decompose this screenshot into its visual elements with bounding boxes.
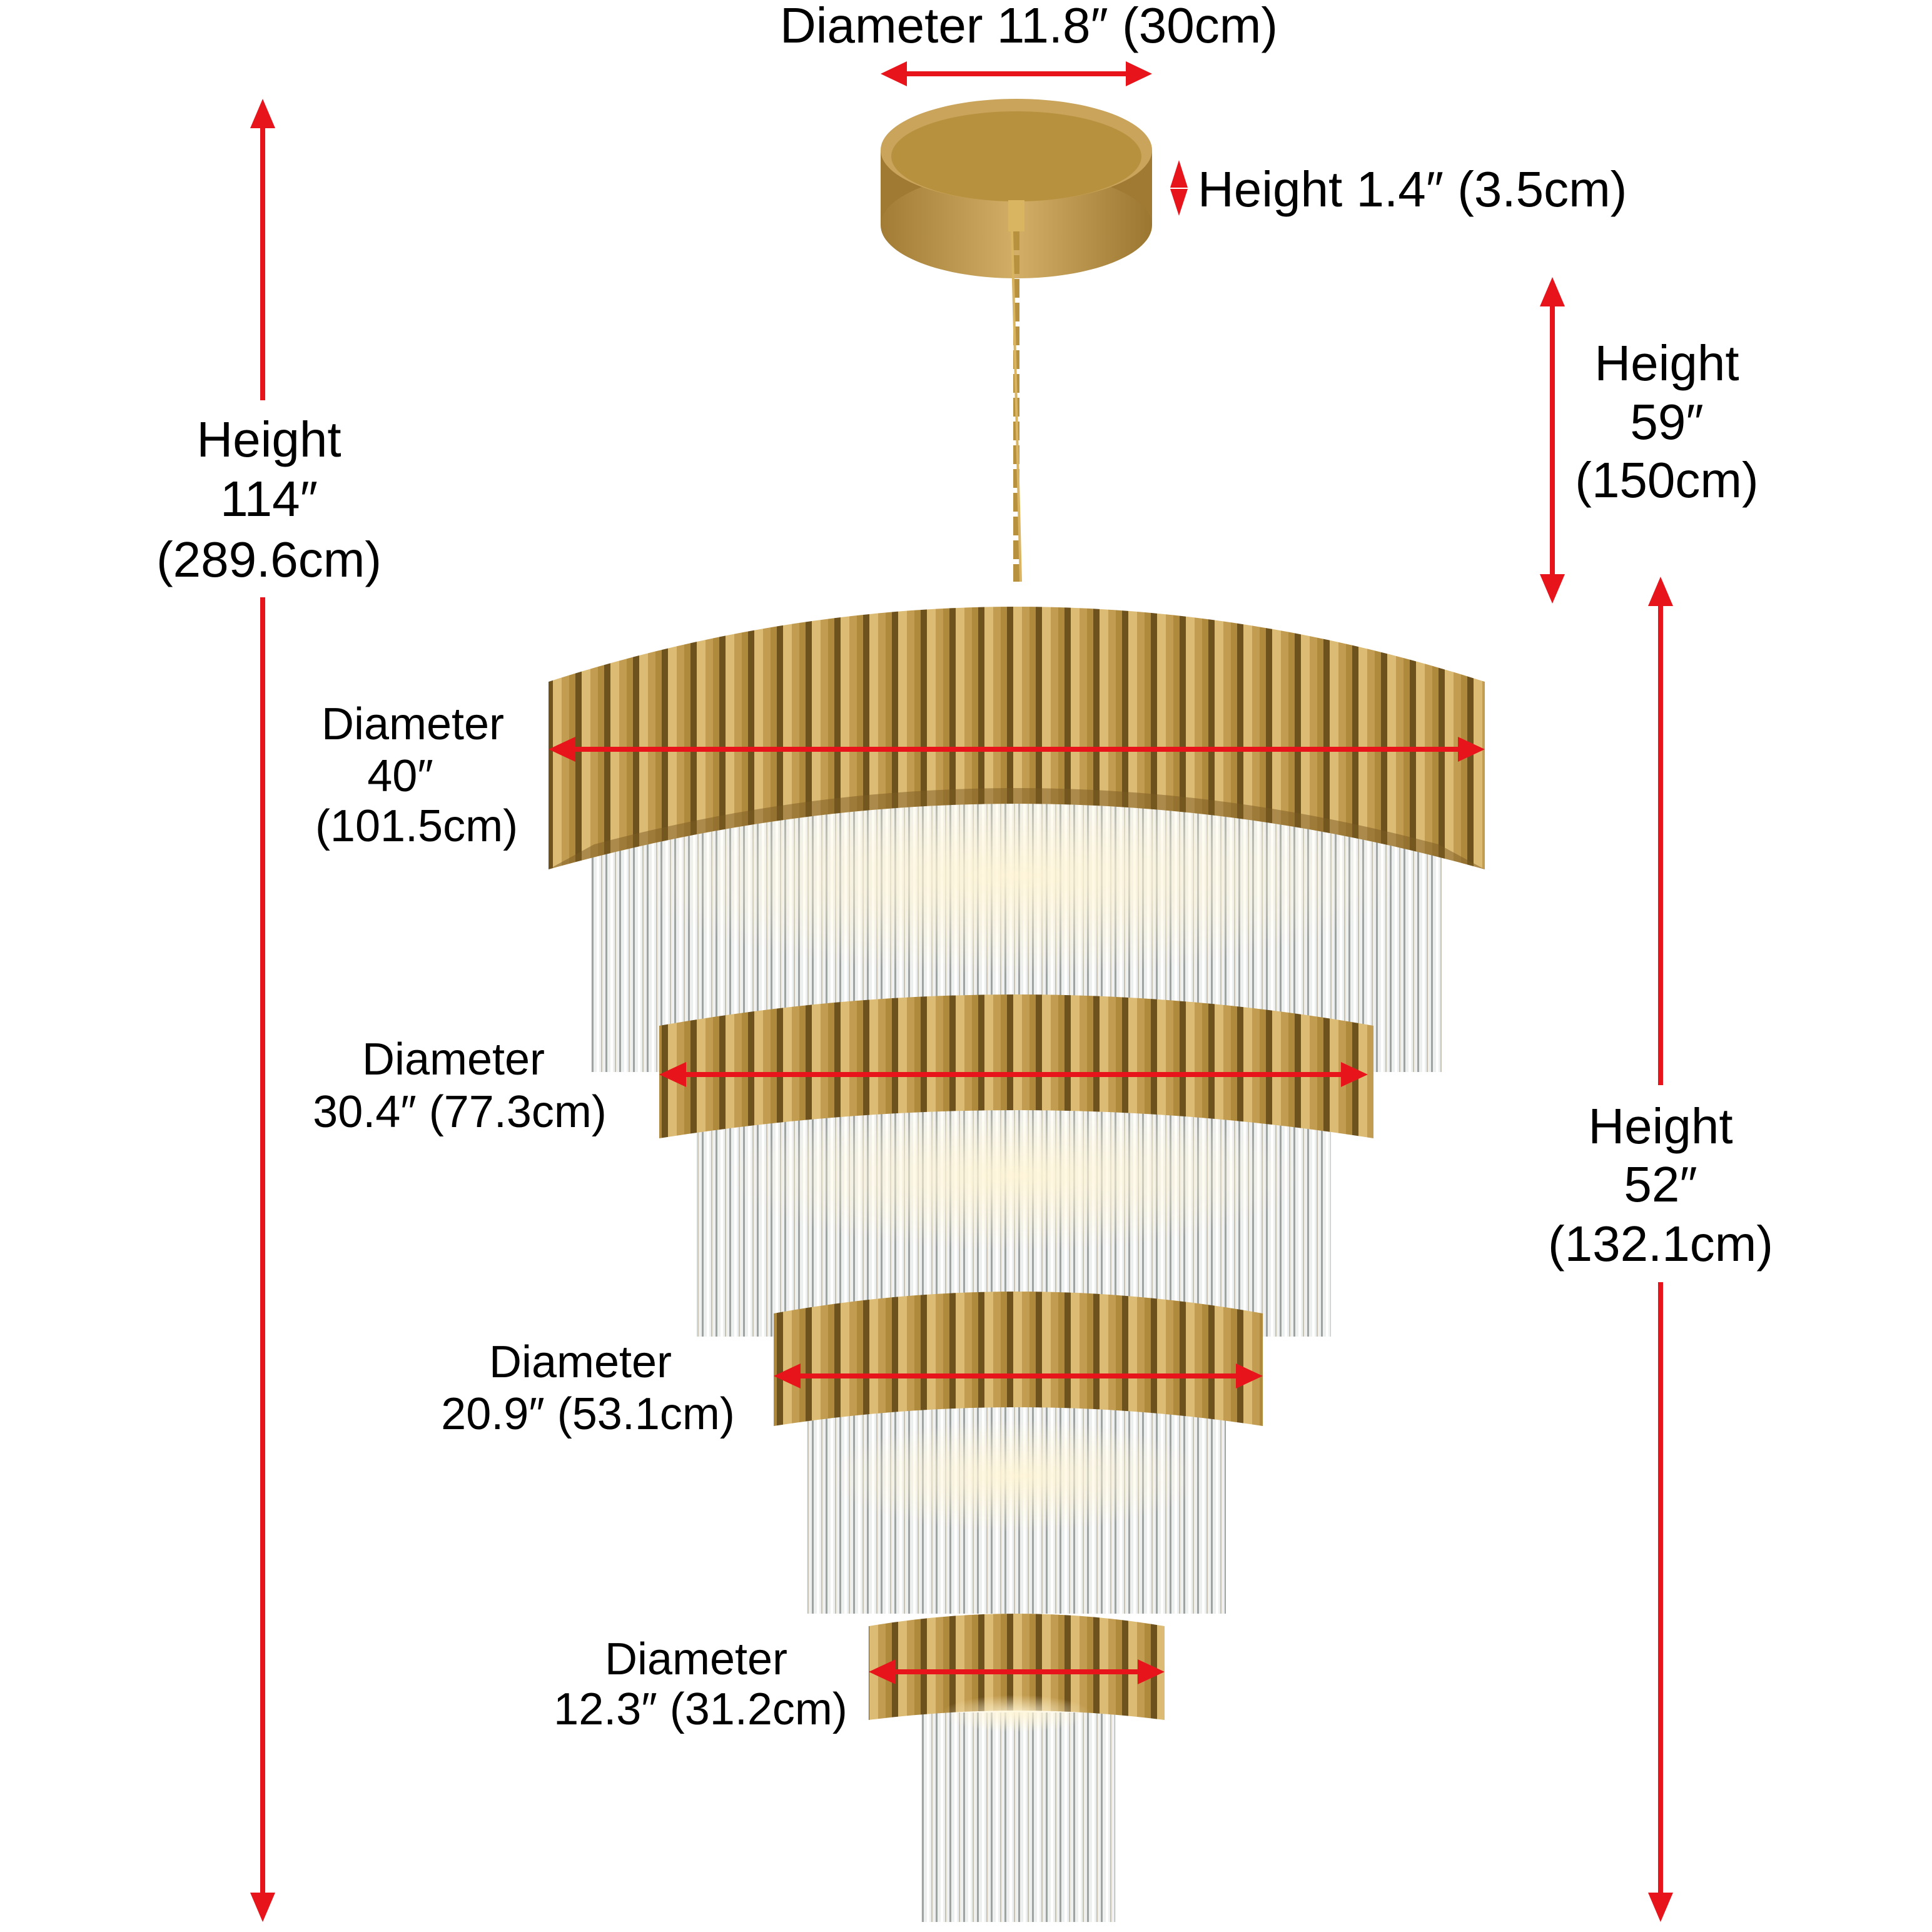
label-line: Diameter [605, 1634, 787, 1684]
label-line: (101.5cm) [315, 801, 518, 851]
label-line: (289.6cm) [156, 532, 382, 587]
label-line: 40″ [367, 751, 433, 801]
total-height-label: Height 114″ (289.6cm) [156, 412, 382, 587]
chain-height-arrow [1540, 277, 1565, 604]
label-line: Height [1594, 335, 1739, 391]
canopy-diameter-arrow [881, 61, 1152, 86]
dimension-arrows [250, 61, 1673, 1922]
canopy-height-label: Height 1.4″ (3.5cm) [1198, 161, 1627, 217]
label-line: 12.3″ (31.2cm) [554, 1684, 847, 1734]
body-height-label: Height 52″ (132.1cm) [1548, 1098, 1773, 1272]
label-line: 52″ [1624, 1156, 1697, 1212]
tier4-diameter-arrow [869, 1659, 1165, 1684]
tier1-diameter-label: Diameter 40″ (101.5cm) [315, 699, 518, 851]
chain [1011, 231, 1022, 582]
label-line: 30.4″ (77.3cm) [313, 1087, 607, 1137]
dimension-labels: Diameter 11.8″ (30cm) Height 1.4″ (3.5cm… [156, 0, 1773, 1734]
tier3-diameter-label: Diameter 20.9″ (53.1cm) [441, 1337, 735, 1439]
ceiling-canopy [881, 99, 1152, 278]
label-line: (132.1cm) [1548, 1216, 1773, 1272]
tier4-diameter-label: Diameter 12.3″ (31.2cm) [554, 1634, 847, 1734]
total-height-arrow [250, 99, 275, 1922]
body-height-arrow [1648, 577, 1673, 1922]
tier-3 [774, 1292, 1263, 1614]
chandelier-illustration [549, 99, 1485, 1922]
tier-4 [869, 1614, 1165, 1922]
canopy-height-arrow [1170, 160, 1188, 216]
tier2-diameter-label: Diameter 30.4″ (77.3cm) [313, 1034, 607, 1137]
label-line: (150cm) [1575, 452, 1758, 508]
tier3-diameter-arrow [774, 1363, 1263, 1388]
chain-height-label: Height 59″ (150cm) [1575, 335, 1758, 508]
label-line: Diameter [321, 699, 504, 749]
label-line: Height [1588, 1098, 1732, 1154]
label-line: 114″ [220, 471, 318, 527]
canopy-diameter-label: Diameter 11.8″ (30cm) [780, 0, 1278, 53]
label-line: 20.9″ (53.1cm) [441, 1389, 735, 1439]
label-line: Diameter [489, 1337, 672, 1387]
label-line: Diameter [362, 1034, 545, 1085]
tier1-diameter-arrow [549, 737, 1485, 762]
label-line: Height [196, 412, 341, 467]
tier-2 [659, 994, 1373, 1337]
label-line: 59″ [1630, 394, 1703, 450]
tier2-diameter-arrow [659, 1062, 1368, 1087]
